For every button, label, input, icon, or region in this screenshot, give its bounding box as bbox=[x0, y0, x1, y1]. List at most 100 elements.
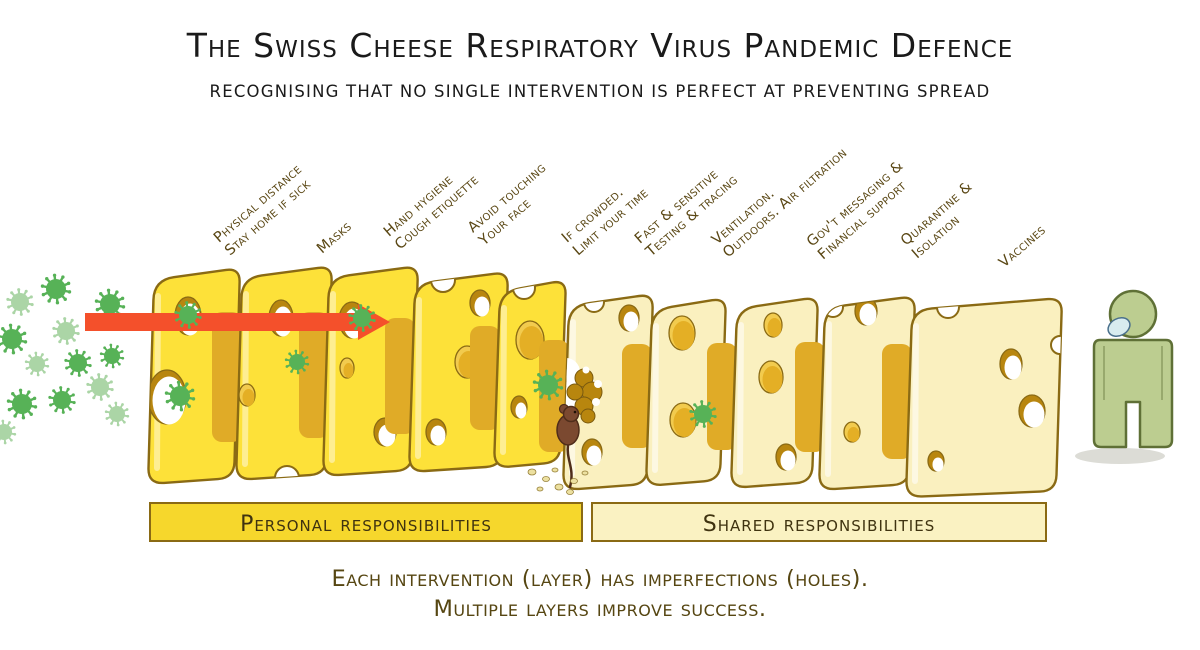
virus-spike-tip bbox=[23, 340, 28, 344]
virus-cloud bbox=[0, 273, 130, 445]
crumb bbox=[566, 489, 574, 495]
cheese-hole-opening bbox=[1004, 355, 1022, 380]
virus-spike-tip bbox=[109, 343, 113, 347]
virus-spike-tip bbox=[106, 394, 110, 398]
virus-spike-tip bbox=[120, 296, 125, 301]
virus-icon bbox=[64, 349, 92, 377]
virus-spike-tip bbox=[553, 371, 557, 375]
cheese-hole-bottom bbox=[242, 389, 255, 406]
slice-label-if-crowded: If crowded.Limit your time bbox=[559, 172, 652, 259]
cheese-highlight bbox=[912, 323, 919, 484]
person-body bbox=[1092, 338, 1174, 449]
virus-spike-tip bbox=[123, 420, 126, 424]
virus-spike-tip bbox=[88, 364, 92, 368]
virus-body bbox=[12, 394, 32, 414]
virus-spike-tip bbox=[43, 370, 46, 374]
virus-icon bbox=[164, 380, 196, 412]
mouse-icon bbox=[556, 403, 580, 489]
virus-spike-tip bbox=[194, 322, 198, 326]
virus-spike-tip bbox=[284, 358, 288, 362]
virus-spike-tip bbox=[94, 299, 99, 303]
virus-body bbox=[69, 354, 87, 372]
virus-spike-tip bbox=[693, 403, 697, 407]
cheese-slice-side-shadow bbox=[795, 342, 825, 452]
page-subtitle: Recognising that no single intervention … bbox=[210, 82, 991, 101]
virus-icon bbox=[284, 349, 310, 375]
virus-spike-tip bbox=[108, 404, 111, 408]
virus-spike-tip bbox=[72, 338, 76, 342]
virus-spike-tip bbox=[559, 386, 564, 390]
virus-spike-tip bbox=[63, 317, 67, 321]
cheese-slice-side-shadow bbox=[470, 326, 500, 430]
virus-icon bbox=[174, 301, 202, 329]
crumb bbox=[542, 476, 550, 482]
virus-spike-tip bbox=[121, 356, 125, 360]
personal-responsibilities-bar bbox=[149, 502, 583, 542]
virus-spike-tip bbox=[6, 297, 10, 301]
slice-label-physical-distance: Physical distanceStay home if sick bbox=[211, 161, 316, 259]
virus-spike-tip bbox=[99, 292, 103, 296]
virus-icon bbox=[86, 373, 114, 401]
virus-spike-tip bbox=[179, 408, 184, 412]
virus-spike-tip bbox=[90, 376, 94, 380]
cheese-hole-opening bbox=[780, 450, 796, 471]
virus-spike-tip bbox=[86, 382, 90, 386]
virus-spike-tip bbox=[66, 281, 71, 286]
virus-spike-tip bbox=[95, 307, 100, 312]
virus-spike-tip bbox=[121, 305, 126, 309]
virus-spike-tip bbox=[349, 321, 353, 325]
virus-spike-tip bbox=[110, 422, 113, 425]
virus-spike-tip bbox=[68, 352, 72, 356]
virus-spike-tip bbox=[19, 312, 23, 316]
cheese-hole-opening bbox=[515, 402, 527, 419]
virus-spike-tip bbox=[558, 377, 563, 382]
virus-spike-tip bbox=[29, 412, 33, 416]
cheese-hole-opening bbox=[1023, 401, 1045, 428]
cheese-slice-side-shadow bbox=[299, 312, 329, 438]
virus-spike-tip bbox=[65, 341, 69, 345]
virus-body bbox=[2, 329, 22, 349]
virus-spike-tip bbox=[125, 408, 129, 411]
virus-spike-tip bbox=[63, 297, 67, 301]
virus-spike-tip bbox=[29, 295, 33, 299]
cheese-highlight bbox=[737, 322, 744, 475]
virus-spike-tip bbox=[48, 395, 52, 399]
virus-spike-tip bbox=[0, 343, 2, 347]
cheese-highlight bbox=[652, 323, 659, 473]
virus-spike-tip bbox=[348, 313, 352, 317]
virus-icon bbox=[6, 388, 38, 420]
virus-spike-tip bbox=[34, 351, 38, 355]
virus-spike-tip bbox=[187, 404, 191, 408]
virus-icon bbox=[689, 400, 717, 428]
virus-spike-tip bbox=[53, 334, 57, 338]
virus-spike-tip bbox=[709, 421, 713, 425]
virus-spike-tip bbox=[82, 350, 86, 354]
virus-spike-tip bbox=[70, 372, 74, 376]
virus-icon bbox=[48, 386, 76, 414]
virus-spike-tip bbox=[689, 409, 693, 413]
cheese-hole-opening bbox=[430, 425, 446, 446]
virus-spike-tip bbox=[198, 316, 202, 320]
slice-label-line: Masks bbox=[314, 219, 355, 257]
cheese-hole-opening bbox=[932, 457, 944, 472]
virus-body bbox=[109, 406, 125, 422]
virus-spike-tip bbox=[56, 320, 60, 324]
cheese-slice-side-shadow bbox=[882, 344, 912, 459]
cheese-slice-holes bbox=[652, 315, 697, 473]
virus-spike-tip bbox=[1, 327, 5, 331]
cheese-hole-bottom bbox=[672, 321, 695, 350]
virus-spike-tip bbox=[175, 318, 179, 322]
bite-chunk bbox=[566, 383, 584, 401]
virus-spike-tip bbox=[30, 303, 34, 307]
virus-icon bbox=[532, 369, 564, 401]
cheese-hole-opening bbox=[859, 303, 877, 326]
virus-spike-tip bbox=[65, 366, 69, 370]
bite-nibble bbox=[582, 366, 590, 374]
page-title: The Swiss Cheese Respiratory Virus Pande… bbox=[186, 26, 1014, 65]
infection-arrow bbox=[85, 304, 390, 340]
cheese-hole-bottom bbox=[762, 366, 783, 393]
virus-body bbox=[53, 391, 71, 409]
crumb bbox=[536, 486, 544, 492]
virus-spike-tip bbox=[3, 349, 7, 353]
virus-spike-tip bbox=[52, 326, 56, 330]
